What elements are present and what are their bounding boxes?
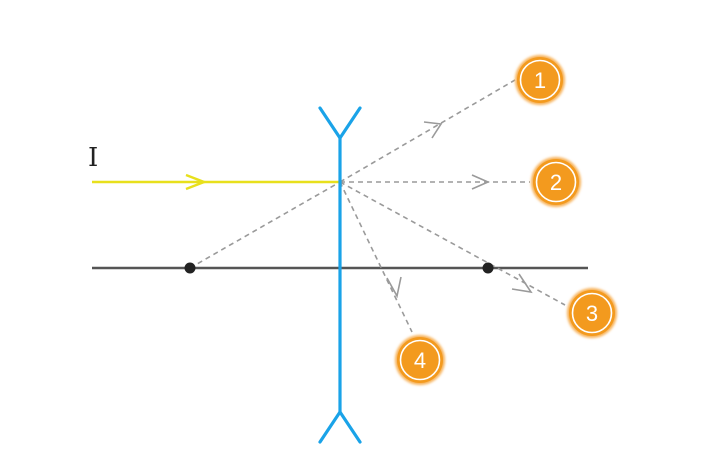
ray-4-arrow-icon	[386, 276, 402, 299]
svg-text:2: 2	[550, 170, 562, 195]
ray-3-badge: 3	[567, 288, 617, 338]
incident-ray-arrow-icon	[185, 173, 208, 191]
svg-text:3: 3	[586, 301, 598, 326]
ray-2-path	[340, 174, 530, 190]
focal-point-left	[184, 262, 196, 274]
ray-1-badge: 1	[515, 55, 565, 105]
svg-text:4: 4	[414, 348, 426, 373]
svg-text:1: 1	[534, 68, 546, 93]
ray-4-badge: 4	[395, 335, 445, 385]
incident-ray	[92, 173, 340, 191]
incident-ray-label: I	[88, 143, 98, 173]
ray-3-path	[339, 181, 566, 306]
ray-2-badge: 2	[531, 157, 581, 207]
focal-point-right	[482, 262, 494, 274]
ray-2-arrow-icon	[471, 174, 490, 190]
diverging-lens	[318, 106, 362, 444]
construction-line-to-focus	[189, 181, 341, 269]
ray-1-path	[339, 79, 516, 183]
ray-4-path	[339, 181, 413, 333]
ray-3-arrow-icon	[511, 273, 533, 294]
ray-1-arrow-icon	[423, 121, 443, 139]
